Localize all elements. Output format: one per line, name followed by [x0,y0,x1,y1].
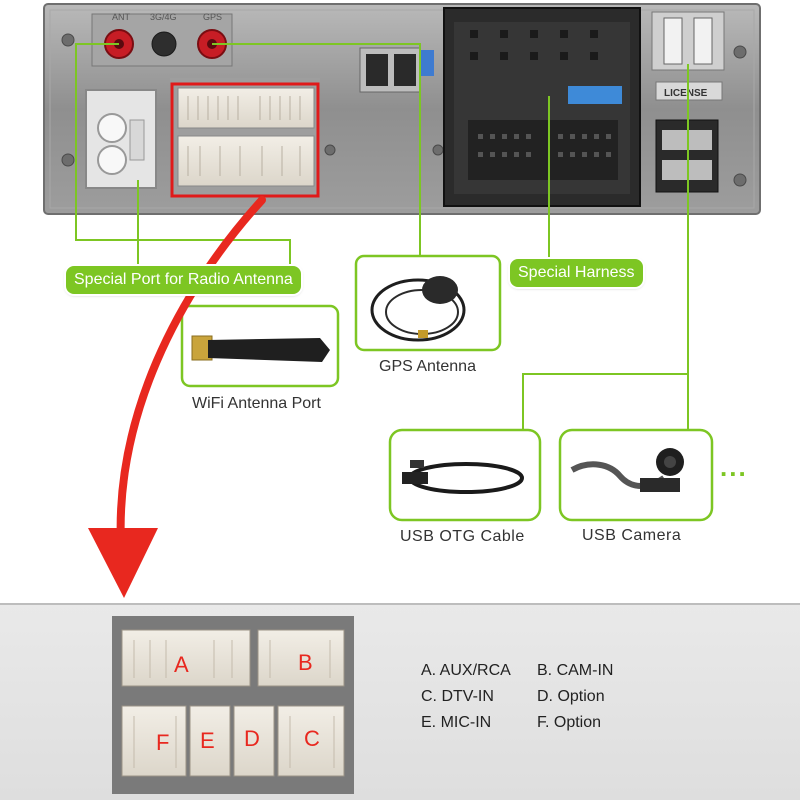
screw-icons [61,33,747,187]
pin-letter-b: B [298,650,313,675]
highlight-box [170,82,320,198]
usb-otg-caption: USB OTG Cable [400,528,525,545]
gps-antenna-line [212,43,421,256]
gps-antenna-caption: GPS Antenna [379,358,476,375]
antenna-connectors: ANT 3G/4G GPS [91,12,233,67]
radio-antenna-label: Special Port for Radio Antenna [66,266,301,294]
usb-otg-line [522,373,688,432]
legend-e: E. MIC-IN [421,714,492,731]
red-arrow [88,196,266,598]
pin-connector-block [170,78,320,198]
legend-b: B. CAM-IN [537,662,614,679]
radio-antenna-line [75,43,291,268]
connector-lines [75,43,689,432]
pin-letter-c: C [304,726,320,751]
legend-f: F. Option [537,714,602,731]
port-label-gps: GPS [203,12,222,22]
pin-letter-f: F [156,730,169,755]
pin-letter-d: D [244,726,260,751]
harness-label: Special Harness [510,259,643,287]
pin-letter-e: E [200,728,215,753]
radio-antenna-port [85,89,157,189]
license-label: LICENSE [664,88,708,99]
usb-camera-image [558,428,714,522]
usb-otg-cable-image [388,428,542,522]
wifi-antenna-image [180,304,340,388]
main-harness-connector [443,7,641,207]
small-sockets [359,47,434,93]
usb-camera-caption: USB Camera [582,527,682,544]
gps-antenna-image [354,254,502,352]
pin-connector-photo: A B F E D C [112,616,354,794]
more-accessories-ellipsis: ... [720,452,748,482]
wifi-antenna-caption: WiFi Antenna Port [192,395,321,412]
legend-d: D. Option [537,688,605,705]
pin-letter-a: A [174,652,189,677]
port-label-ant: ANT [112,12,131,22]
legend-c: C. DTV-IN [421,688,494,705]
port-label-3g: 3G/4G [150,12,177,22]
legend-a: A. AUX/RCA [421,662,511,679]
